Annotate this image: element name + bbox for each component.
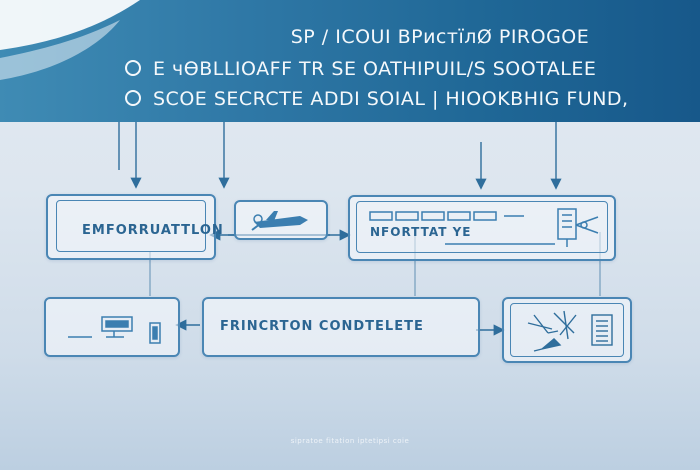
- box-satellite: [502, 297, 632, 363]
- swoosh-decoration: [0, 0, 140, 80]
- satellite-icon: [527, 310, 577, 352]
- header-line-2: E чѲBLLIOAFF TR SE OATHIPUIL/S SOOTALEE: [125, 58, 685, 80]
- box-inner-frame: [356, 201, 608, 253]
- notepad-icon: [591, 314, 613, 346]
- header-line-3: SCOE SECRCTE ADDI SOIAL | HIOOKBHIG FUND…: [125, 88, 685, 110]
- box-frincrton: FRINCRTON CONDTELETE: [202, 297, 480, 357]
- scissors-icon: [557, 208, 599, 247]
- header-line-1-text: SP / ICOUI BPистїлØ PIROGOE: [290, 26, 590, 48]
- box-emforruattlon: EMFORRUATTLON: [46, 194, 223, 260]
- footer-caption: sipratoe fitation iptetipsi coie: [290, 437, 410, 445]
- header-line-1: SP / ICOUI BPистїлØ PIROGOE: [210, 26, 670, 48]
- box-inner-frame: [510, 303, 624, 357]
- circle-bullet-icon: [125, 89, 141, 106]
- box-label-emforruattlon: EMFORRUATTLON: [82, 223, 224, 238]
- building-icon: [369, 211, 524, 221]
- box-label-frincrton: FRINCRTON CONDTELETE: [220, 319, 424, 334]
- printer-icon: [68, 316, 161, 344]
- header-banner: SP / ICOUI BPистїлØ PIROGOE E чѲBLLIOAFF…: [0, 0, 700, 122]
- circle-bullet-icon: [125, 59, 141, 76]
- box-label-nforttat: NFORTTAT YE: [370, 225, 472, 239]
- header-line-2-text: E чѲBLLIOAFF TR SE OATHIPUIL/S SOOTALEE: [153, 58, 597, 80]
- box-inner-frame: [56, 200, 206, 252]
- underline-decoration: [445, 243, 555, 245]
- box-nforttat: NFORTTAT YE: [348, 195, 616, 261]
- box-printer: [44, 297, 180, 357]
- box-plane: [234, 200, 328, 240]
- airplane-icon: [251, 211, 308, 231]
- header-line-3-text: SCOE SECRCTE ADDI SOIAL | HIOOKBHIG FUND…: [153, 88, 629, 110]
